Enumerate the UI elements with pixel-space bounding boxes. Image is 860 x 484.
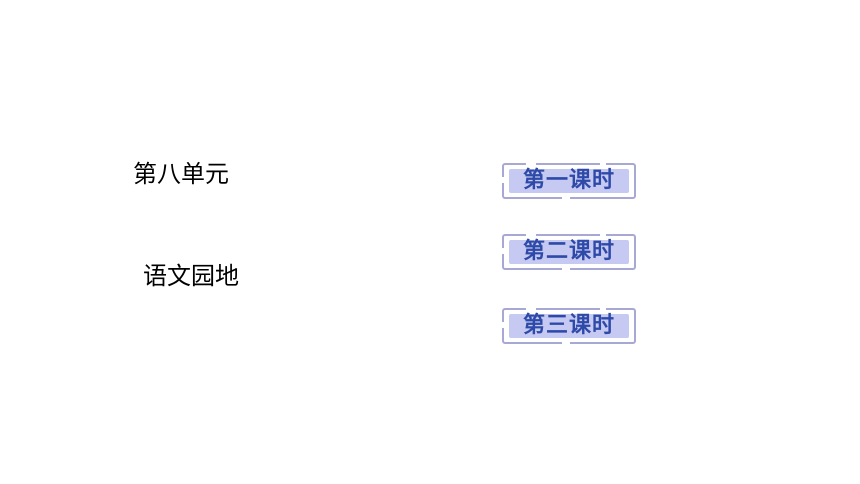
lesson-3-label: 第三课时 — [522, 313, 615, 338]
button-fill — [509, 169, 629, 193]
lesson-3-button[interactable]: 第三课时 — [501, 307, 636, 345]
lesson-1-label: 第一课时 — [522, 168, 615, 193]
button-fill — [509, 240, 629, 264]
topic-title: 语文园地 — [143, 262, 239, 290]
lesson-2-label: 第二课时 — [522, 239, 615, 264]
button-fill — [509, 314, 629, 338]
lesson-2-button[interactable]: 第二课时 — [501, 233, 636, 271]
lesson-1-button[interactable]: 第一课时 — [501, 162, 636, 200]
unit-title: 第八单元 — [133, 160, 229, 188]
